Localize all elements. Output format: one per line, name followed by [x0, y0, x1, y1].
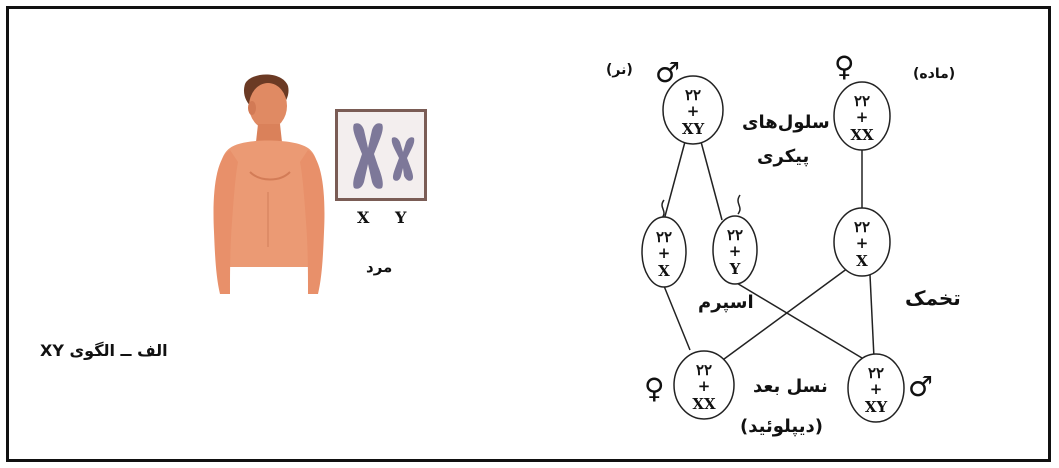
- cell-male-parent-content: ۲۲ + XY: [682, 86, 705, 138]
- cell-female-parent: [833, 81, 891, 151]
- chromosome-label-y: Y: [395, 208, 407, 227]
- cell-male-parent-bot: XY: [682, 120, 705, 138]
- cell-male-parent-top: ۲۲: [685, 86, 701, 104]
- line-sperm-x-to-offspring-female: [663, 285, 691, 351]
- label-female-parent: (ماده): [913, 66, 956, 82]
- line-egg-to-offspring-female: [719, 267, 849, 363]
- cell-egg: [833, 207, 891, 277]
- cell-offspring-female-mid: +: [698, 377, 711, 395]
- sperm-tail-y: [737, 194, 741, 215]
- cell-offspring-female-top: ۲۲: [696, 361, 712, 379]
- karyotype-box: [335, 109, 427, 201]
- label-offspring-line2: (دیپلوئید): [740, 416, 823, 437]
- cell-sperm-y-mid: +: [729, 242, 742, 260]
- cell-female-parent-top: ۲۲: [854, 92, 870, 110]
- cell-egg-content: ۲۲ + X: [854, 218, 870, 270]
- cell-sperm-x-mid: +: [658, 244, 671, 262]
- label-sperm: اسپرم: [698, 292, 754, 313]
- cell-offspring-male-bot: XY: [865, 398, 888, 416]
- cell-offspring-male-mid: +: [870, 380, 883, 398]
- sex-chromosomes-illustration: [353, 123, 415, 189]
- cell-sperm-y-content: ۲۲ + Y: [727, 226, 743, 278]
- cell-sperm-x-content: ۲۲ + X: [656, 228, 672, 280]
- cell-sperm-y: [712, 215, 758, 285]
- cell-female-parent-content: ۲۲ + XX: [850, 92, 874, 144]
- label-body-cells-line1: سلول‌های: [742, 112, 830, 133]
- person-label: مرد: [366, 258, 393, 276]
- label-egg: تخمک: [905, 286, 961, 310]
- sperm-tail-x: [661, 199, 665, 219]
- cell-female-parent-bot: XX: [850, 126, 874, 144]
- cell-offspring-female: [673, 350, 735, 420]
- caption-xy-pattern: الف ــ الگوی XY: [40, 341, 168, 360]
- cell-offspring-male-top: ۲۲: [868, 364, 884, 382]
- label-body-cells-line2: پیکری: [757, 146, 810, 167]
- x-chromosome: [353, 123, 383, 189]
- female-symbol-icon: ♀: [834, 50, 855, 83]
- line-sperm-y-to-offspring-male: [734, 281, 863, 359]
- cell-offspring-female-content: ۲۲ + XX: [692, 361, 716, 413]
- cell-sperm-x-top: ۲۲: [656, 228, 672, 246]
- line-egg-to-offspring-male: [869, 274, 875, 359]
- female-symbol-offspring-icon: ♀: [644, 372, 665, 405]
- cell-egg-top: ۲۲: [854, 218, 870, 236]
- chromosome-label-x: X: [357, 208, 370, 227]
- cell-male-parent: [662, 75, 724, 145]
- cell-female-parent-mid: +: [856, 108, 869, 126]
- connection-lines: [663, 137, 875, 363]
- line-male-to-sperm-y: [699, 137, 723, 221]
- male-symbol-icon: ♂: [655, 56, 680, 89]
- cell-offspring-male-content: ۲۲ + XY: [865, 364, 888, 416]
- cell-sperm-y-bot: Y: [729, 260, 741, 278]
- cell-male-parent-mid: +: [687, 102, 700, 120]
- male-symbol-offspring-icon: ♂: [908, 370, 933, 403]
- label-offspring-line1: نسل بعد: [753, 376, 828, 397]
- cell-sperm-y-top: ۲۲: [727, 226, 743, 244]
- male-figure-illustration: [213, 74, 325, 294]
- cell-sperm-x: [641, 216, 687, 288]
- cell-offspring-male: [847, 353, 905, 423]
- cell-sperm-x-bot: X: [658, 262, 670, 280]
- cell-egg-bot: X: [856, 252, 868, 270]
- cell-egg-mid: +: [856, 234, 869, 252]
- label-male-parent: (نر): [606, 62, 633, 78]
- cell-offspring-female-bot: XX: [692, 395, 716, 413]
- line-male-to-sperm-x: [663, 137, 687, 221]
- y-chromosome: [391, 137, 415, 181]
